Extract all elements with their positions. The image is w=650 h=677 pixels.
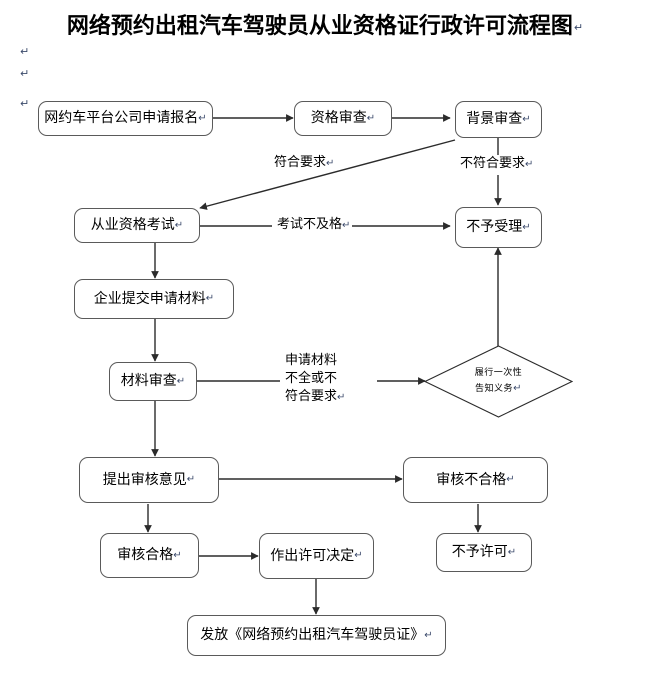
paragraph-mark-icon: ↵ [176,375,186,387]
node-make-decision[interactable]: 作出许可决定↵ [259,533,374,579]
paragraph-mark-icon: ↵ [507,546,517,558]
paragraph-mark-icon: ↵ [174,219,184,231]
node-not-accepted[interactable]: 不予受理↵ [455,207,542,248]
page-title: 网络预约出租汽车驾驶员从业资格证行政许可流程图↵ [0,8,650,40]
node-review-failed[interactable]: 审核不合格↵ [403,457,548,503]
node-exam[interactable]: 从业资格考试↵ [74,208,200,243]
edge-label-materials-line2: 不全或不 [285,370,338,386]
paragraph-mark-icon: ↵ [205,293,215,305]
paragraph-mark-icon: ↵ [522,113,531,125]
edge-label-meets-requirement: 符合要求↵ [272,155,337,172]
page-title-text: 网络预约出租汽车驾驶员从业资格证行政许可流程图 [66,14,573,39]
edge-label-exam-failed: 考试不及格↵ [275,217,353,234]
node-submit-materials[interactable]: 企业提交申请材料↵ [74,279,234,319]
paragraph-mark-icon: ↵ [342,220,351,231]
node-notification-obligation-diamond[interactable]: 履行一次性 告知义务↵ [424,345,573,418]
paragraph-mark-icon: ↵ [525,159,534,170]
paragraph-mark-icon-1: ↵ [20,45,30,58]
edge-label-materials-incomplete: 申请材料 不全或不 符合要求↵ [283,352,348,406]
paragraph-mark-icon: ↵ [186,474,196,486]
paragraph-mark-icon: ↵ [506,474,515,486]
paragraph-mark-icon-3: ↵ [20,97,30,110]
paragraph-mark-icon: ↵ [424,629,433,641]
edge-label-materials-line1: 申请材料 [285,353,338,368]
paragraph-mark-icon: ↵ [326,158,335,169]
node-review-passed[interactable]: 审核合格↵ [100,533,199,578]
node-no-permit[interactable]: 不予许可↵ [436,533,532,572]
node-apply[interactable]: 网约车平台公司申请报名↵ [38,101,213,136]
paragraph-mark-icon: ↵ [366,112,376,124]
paragraph-mark-icon: ↵ [522,221,531,233]
paragraph-mark-icon-2: ↵ [20,67,30,80]
paragraph-mark-icon: ↵ [337,391,346,403]
edge-label-not-meets-requirement: 不符合要求↵ [458,156,536,173]
paragraph-mark-icon: ↵ [198,112,207,124]
edge-label-materials-line3-wrap: 符合要求↵ [285,388,345,406]
edge-label-materials-line3: 符合要求 [285,388,338,404]
paragraph-mark-icon: ↵ [573,21,584,34]
node-issue-certificate[interactable]: 发放《网络预约出租汽车驾驶员证》↵ [187,615,446,656]
paragraph-mark-icon: ↵ [173,549,182,561]
node-review-opinion[interactable]: 提出审核意见↵ [79,457,219,503]
edge-background-to-exam [199,139,456,210]
node-background-review[interactable]: 背景审查↵ [455,101,542,138]
node-material-review[interactable]: 材料审查↵ [109,362,197,401]
node-qualification-review[interactable]: 资格审查↵ [294,101,392,136]
paragraph-mark-icon: ↵ [354,550,363,562]
diamond-shape [424,345,573,418]
